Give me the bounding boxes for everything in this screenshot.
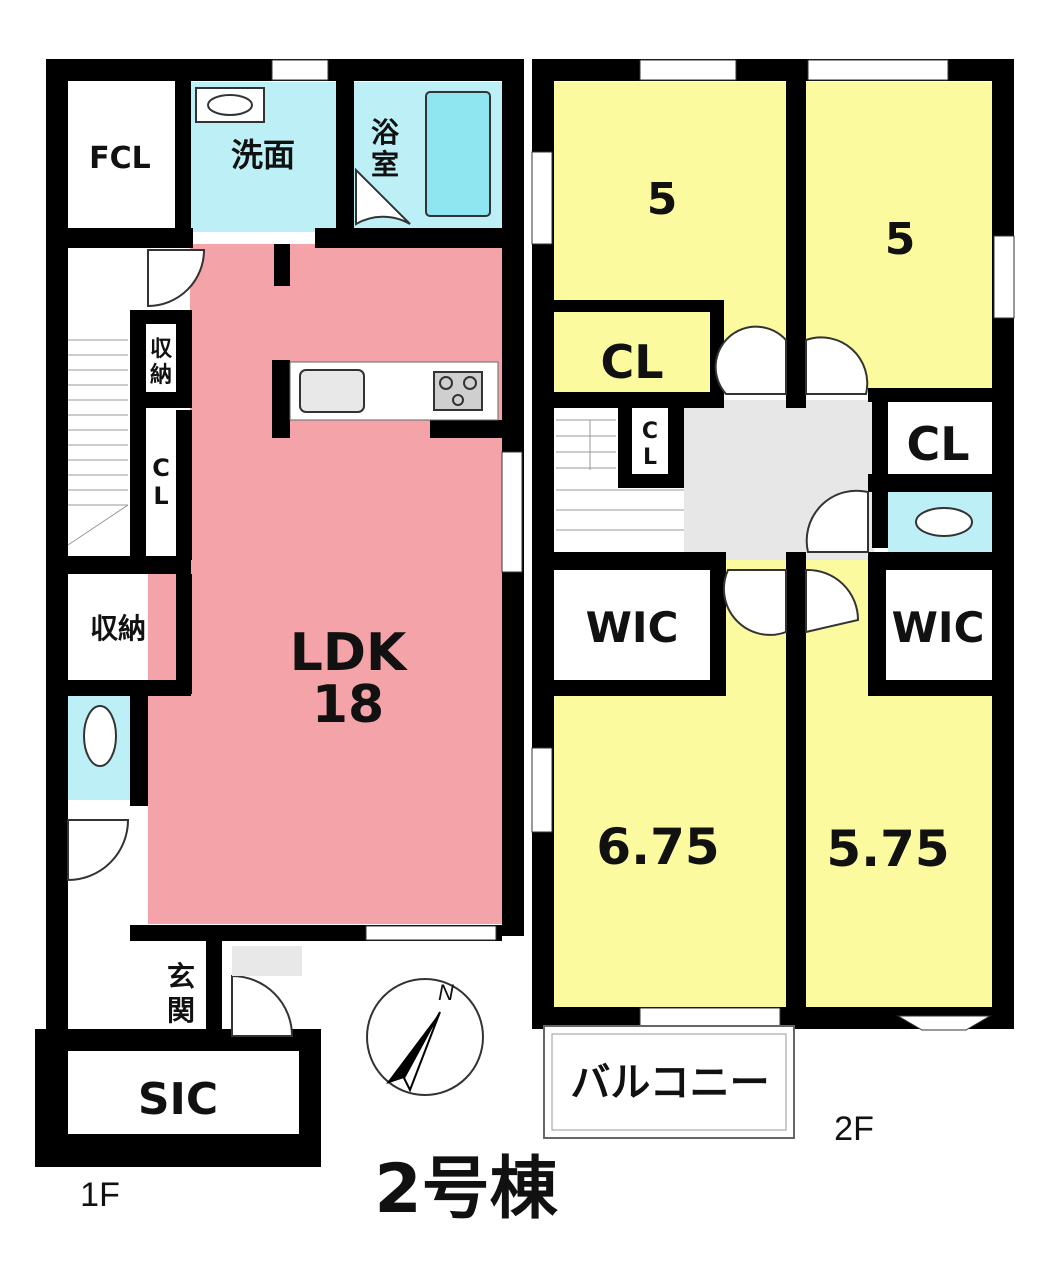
shuno-small-label-2: 納 <box>150 362 172 388</box>
sic-wall <box>35 1029 321 1167</box>
balcony-label: バルコニー <box>570 1060 769 1106</box>
compass-n-label: N <box>438 980 454 1005</box>
yokushitsu-label-1: 浴 <box>371 116 400 149</box>
floor-1: FCL 洗面 浴 室 収 納 C L 収納 LDK 18 玄 関 SIC 1F <box>35 59 524 1214</box>
stairs-2f <box>556 419 684 531</box>
room-ne-fill <box>806 82 992 388</box>
toilet-2f-icon <box>915 507 973 537</box>
cl-small-label-1: C <box>642 419 658 444</box>
floor2-label: 2F <box>834 1110 874 1148</box>
stairs-1f <box>67 339 129 546</box>
wic-left-label: WIC <box>586 603 679 652</box>
shuno-label: 収納 <box>90 612 146 645</box>
ldk-name: LDK <box>290 623 408 683</box>
sink-icon <box>299 369 365 413</box>
bathtub-icon <box>425 91 491 217</box>
ldk-size: 18 <box>312 675 384 735</box>
shuno-small-label-1: 収 <box>150 337 173 362</box>
sic-label: SIC <box>138 1074 218 1125</box>
cl-small-label-2: L <box>643 445 657 470</box>
room-nw-label: 5 <box>647 174 678 225</box>
room-sw-label: 6.75 <box>596 818 719 876</box>
cl1-label-1: C <box>152 454 170 482</box>
cl-right-label: CL <box>906 417 969 471</box>
senmen-label: 洗面 <box>231 136 295 174</box>
yokushitsu-label-2: 室 <box>371 148 399 181</box>
room-se-fill <box>806 690 992 1008</box>
balcony <box>543 1025 795 1139</box>
room-ne-label: 5 <box>885 214 916 265</box>
genkan-label-1: 玄 <box>167 960 195 993</box>
toilet-icon <box>83 705 117 767</box>
fcl-label: FCL <box>89 141 151 176</box>
genkan-label-2: 関 <box>167 994 195 1027</box>
floor-2: 5 5 CL C L CL WIC WIC 6.75 5.75 バルコニー 2F <box>531 59 1015 1148</box>
building-title: 2号棟 <box>374 1150 558 1229</box>
wic-right-label: WIC <box>892 603 985 652</box>
room-se-label: 5.75 <box>826 820 949 878</box>
floor1-label: 1F <box>80 1176 120 1214</box>
cl-left-label: CL <box>600 335 663 389</box>
cl1-label-2: L <box>153 482 168 510</box>
room-sw-fill <box>554 690 794 1008</box>
ldk-fill <box>190 244 502 924</box>
compass-north-arrow-icon: N <box>366 978 484 1096</box>
